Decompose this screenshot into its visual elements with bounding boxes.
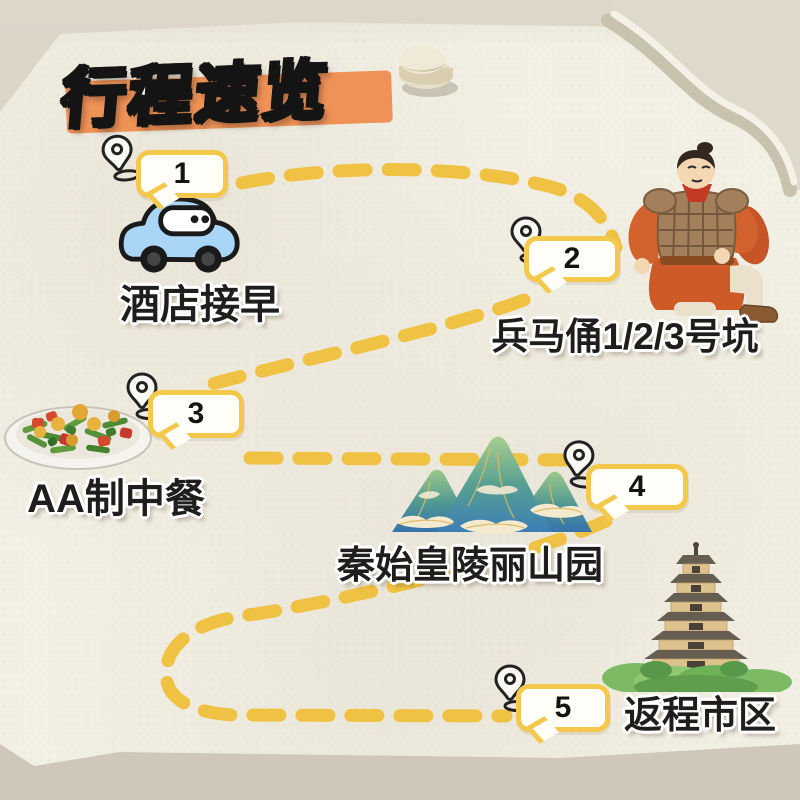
terracotta-warrior-icon <box>628 142 779 323</box>
page-curl-decoration <box>601 0 800 197</box>
stop-number-badge: 5 <box>516 684 610 732</box>
location-pin-icon <box>101 134 141 182</box>
stop-label: 秦始皇陵丽山园 <box>336 545 603 587</box>
stop-number: 4 <box>628 470 646 503</box>
mountains-icon <box>392 436 592 534</box>
stop-number-badge: 4 <box>586 464 688 510</box>
stop-label: AA制中餐 <box>27 477 205 521</box>
stop-label: 兵马俑1/2/3号坑 <box>491 316 759 357</box>
stop-label: 返程市区 <box>623 695 776 737</box>
stop-number: 3 <box>187 397 205 430</box>
pagoda-icon <box>602 542 792 692</box>
stop-number: 1 <box>173 157 191 190</box>
stop-label: 酒店接早 <box>120 283 280 327</box>
stop-number: 2 <box>563 242 581 275</box>
stop-number-badge: 1 <box>136 150 228 198</box>
pushpin-icon <box>399 46 458 97</box>
stop-number: 5 <box>554 691 572 724</box>
stop-number-badge: 2 <box>524 236 620 282</box>
lunch-dish-icon <box>4 404 152 470</box>
page-title: 行程速览 <box>57 52 334 137</box>
stop-number-badge: 3 <box>148 390 244 438</box>
location-pin-icon <box>563 440 597 489</box>
